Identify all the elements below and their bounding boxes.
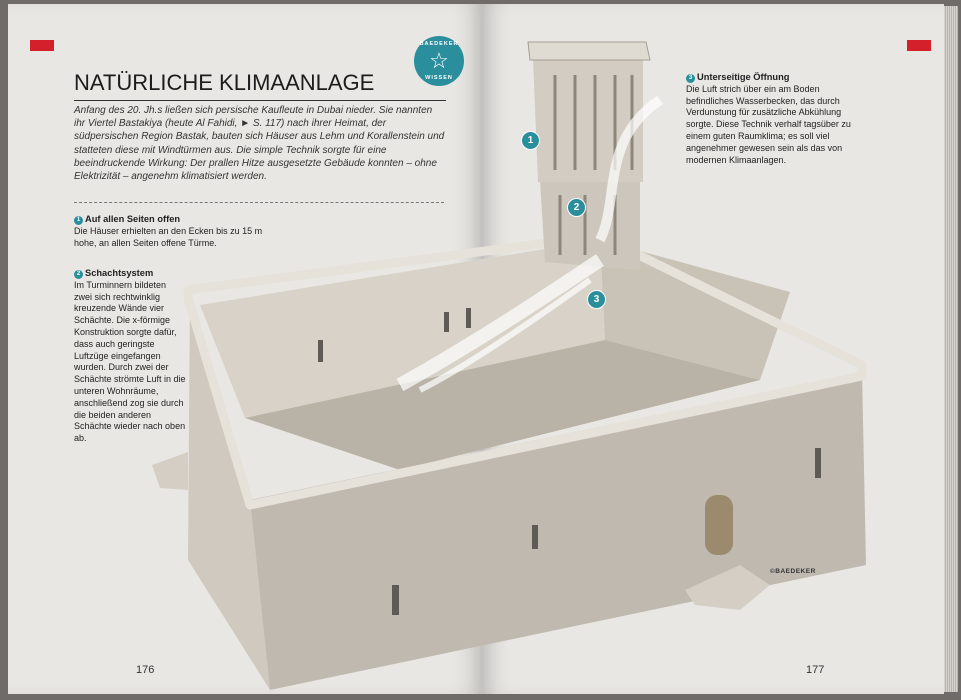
tower-shaft — [540, 180, 640, 270]
title-rule — [74, 100, 446, 101]
door — [705, 495, 733, 555]
callout-2: 2 — [567, 198, 586, 217]
back-inner-wall — [200, 240, 605, 418]
front-outer-wall — [250, 372, 866, 690]
page-edges — [944, 6, 958, 692]
courtyard-floor — [245, 340, 760, 470]
left-outer-wall — [188, 292, 270, 690]
callout-1: 1 — [521, 131, 540, 150]
tower-head — [533, 58, 643, 182]
page-title: NATÜRLICHE KLIMAANLAGE — [74, 70, 375, 95]
chapter-tab-left — [30, 40, 54, 51]
intro-text: Anfang des 20. Jh.s ließen sich persisch… — [74, 105, 445, 183]
dotted-divider — [74, 202, 444, 203]
callout-3: 3 — [587, 290, 606, 309]
chapter-tab-right — [907, 40, 931, 51]
steps-left — [152, 452, 188, 490]
copyright: ©BAEDEKER — [770, 568, 816, 575]
page-number-right: 177 — [806, 664, 825, 676]
tower-crown — [527, 41, 651, 61]
tower-openings — [553, 75, 634, 255]
star-icon: ☆ — [429, 48, 449, 73]
steps-right — [685, 565, 770, 610]
page-number-left: 176 — [136, 664, 155, 676]
airflow-arrows — [396, 95, 663, 393]
right-inner-wall — [600, 240, 790, 380]
baedeker-wissen-badge: BAEDEKER ☆ WISSEN — [414, 36, 464, 86]
windows — [318, 308, 821, 615]
